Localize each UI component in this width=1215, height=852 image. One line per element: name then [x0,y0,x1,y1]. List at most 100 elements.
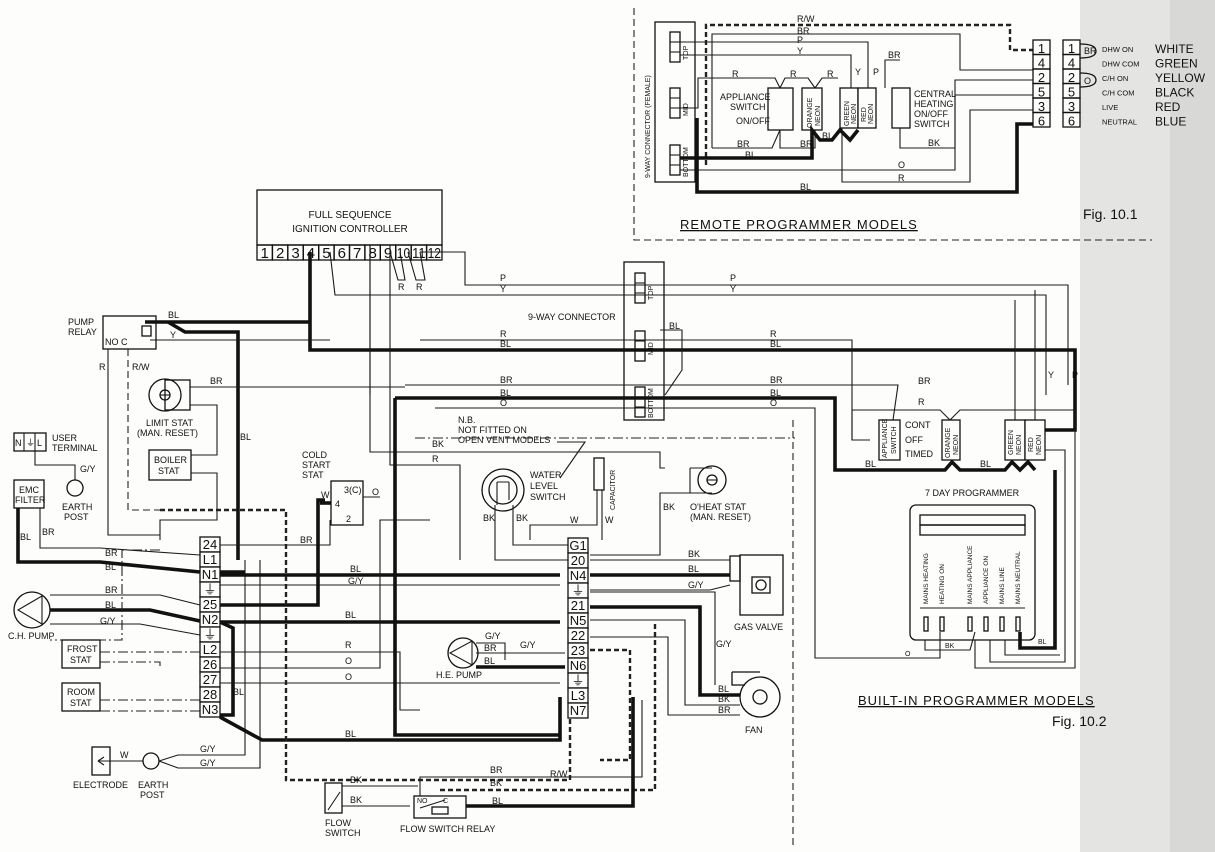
svg-text:1: 1 [261,245,269,262]
svg-text:7: 7 [353,245,361,262]
remote-terminal-out-1: 1 [1062,39,1081,56]
right-terminal-21: 21 [567,597,589,614]
svg-text:25: 25 [203,597,217,612]
svg-text:STAT: STAT [70,698,92,708]
remote-terminal-4: 4 [1032,53,1051,71]
svg-text:BL: BL [770,388,781,398]
svg-text:O: O [905,651,911,658]
svg-text:Y: Y [855,67,861,77]
svg-text:MID: MID [683,103,690,116]
svg-text:O'HEAT STAT: O'HEAT STAT [690,502,747,512]
svg-text:FLOW: FLOW [325,818,352,828]
svg-text:2: 2 [1038,70,1045,85]
svg-text:STAT: STAT [70,655,92,665]
svg-text:R: R [99,362,106,372]
left-terminal-25: 25 [199,596,221,613]
pump-relay: NO C PUMP RELAY BL BL Y R R/W [68,310,330,560]
svg-text:NO: NO [417,798,428,805]
fig-10-2-caption: Fig. 10.2 [1052,713,1107,729]
svg-text:BL: BL [688,564,699,574]
svg-text:5: 5 [322,245,330,262]
svg-text:HEATING ON: HEATING ON [939,564,946,604]
svg-text:G/Y: G/Y [520,640,536,650]
svg-text:CONT: CONT [905,420,931,430]
right-terminal-G1: G1 [567,537,589,554]
svg-text:R: R [790,69,797,79]
svg-text:R: R [918,397,925,407]
svg-text:GREEN: GREEN [844,101,851,126]
svg-text:G1: G1 [569,538,586,553]
svg-text:IGNITION CONTROLLER: IGNITION CONTROLLER [292,224,408,235]
svg-text:L2: L2 [203,642,217,657]
svg-text:O: O [345,672,352,682]
svg-text:6: 6 [1038,114,1045,129]
svg-text:MAINS HEATING: MAINS HEATING [923,553,930,604]
fan: FAN BL BK BR [590,605,781,735]
flow-switch-relay: NO C FLOW SWITCH RELAY BR BK BL [400,622,657,834]
wire-rw [704,23,1033,165]
svg-text:G/Y: G/Y [485,631,501,641]
svg-text:1: 1 [1038,41,1045,56]
svg-text:BR: BR [800,139,813,149]
svg-text:ORANGE: ORANGE [945,427,952,458]
programmer-terminal: APPLIANCE ON [983,556,990,632]
programmer-terminal: MAINS LINE [999,566,1006,632]
svg-text:BL: BL [345,729,356,739]
svg-text:BK: BK [432,439,444,449]
wire-bl-neon [680,124,860,160]
svg-text:W: W [321,490,330,500]
svg-text:BL: BL [240,432,251,442]
legend-row: DHW ON WHITE [1102,42,1194,56]
svg-text:2: 2 [346,514,351,524]
svg-text:G/Y: G/Y [80,464,96,474]
left-strip-wires: BR BL G/Y BL BL R O O BL R/W [160,398,572,782]
svg-text:BL: BL [168,310,179,320]
right-terminal-23: 23 [567,642,589,659]
svg-text:O: O [345,656,352,666]
remote-terminal-out-5: 5 [1062,82,1081,100]
svg-text:Y: Y [1048,370,1054,380]
remote-terminal-out-4: 4 [1062,53,1081,71]
svg-text:BR: BR [737,139,750,149]
svg-text:DHW ON: DHW ON [1102,45,1133,54]
svg-text:R: R [345,640,352,650]
svg-text:TOP: TOP [683,45,690,60]
svg-text:ON/OFF: ON/OFF [736,116,770,126]
right-terminal-earth: ⏚ [567,672,589,689]
svg-text:Y: Y [797,46,803,56]
svg-text:LIVE: LIVE [1102,103,1118,112]
remote-terminal-1: 1 [1032,39,1051,56]
section-boundary [633,8,1152,241]
ch-pump: C.H. PUMP BR BL G/Y [8,549,201,641]
svg-text:N: N [15,438,22,448]
fig-10-1-title: REMOTE PROGRAMMER MODELS [680,217,918,232]
svg-text:BL: BL [770,339,781,349]
svg-text:Y: Y [730,284,736,294]
svg-text:L3: L3 [571,688,585,703]
svg-text:BL: BL [980,459,991,469]
svg-text:USER: USER [52,433,78,443]
svg-text:ELECTRODE: ELECTRODE [73,780,128,790]
svg-text:BK: BK [688,549,700,559]
svg-text:APPLIANCE ON: APPLIANCE ON [983,556,990,604]
svg-text:BR: BR [770,375,783,385]
loop-br [1079,43,1097,59]
left-terminal-N2: N2 [199,611,221,628]
scan-noise [1080,0,1215,852]
svg-text:BR: BR [105,585,118,595]
svg-text:WHITE: WHITE [1155,42,1194,56]
svg-text:R/W: R/W [132,362,150,372]
svg-text:BK: BK [350,795,362,805]
svg-text:BL: BL [492,796,503,806]
svg-text:6: 6 [1068,114,1075,129]
svg-text:N4: N4 [570,568,587,583]
svg-text:BK: BK [350,775,362,785]
svg-text:BL: BL [822,131,833,141]
svg-text:⏚: ⏚ [26,438,35,448]
svg-text:⏚: ⏚ [571,583,584,598]
right-terminal-N4: N4 [567,567,589,584]
